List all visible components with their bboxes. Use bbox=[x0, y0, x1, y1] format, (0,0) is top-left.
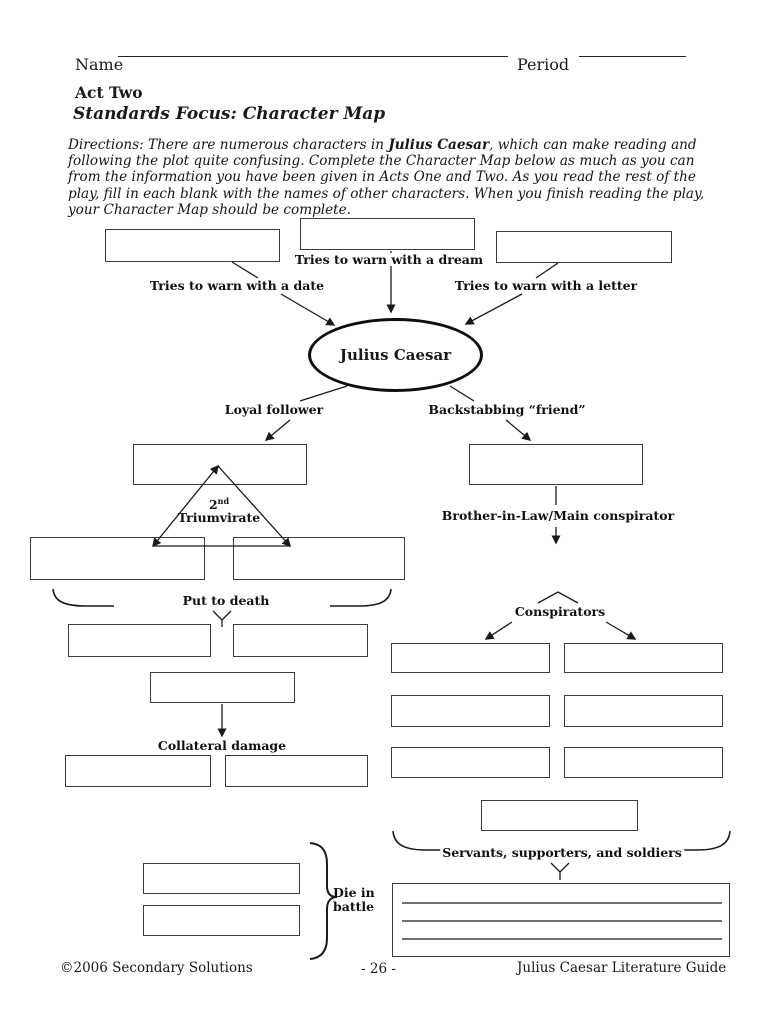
act-title: Act Two bbox=[75, 83, 143, 102]
label-servants-supporters: Servants, supporters, and soldiers bbox=[440, 845, 684, 860]
footer-guide-title: Julius Caesar Literature Guide bbox=[517, 960, 727, 976]
label-brother-in-law: Brother-in-Law/Main conspirator bbox=[439, 508, 677, 523]
blank-box-put-to-death-left bbox=[68, 624, 211, 657]
blank-box-servant bbox=[481, 800, 638, 831]
blank-box-collateral-right bbox=[225, 755, 368, 787]
label-loyal-follower: Loyal follower bbox=[222, 402, 326, 417]
label-warn-dream: Tries to warn with a dream bbox=[292, 252, 486, 267]
julius-caesar-node: Julius Caesar bbox=[308, 318, 483, 392]
label-put-to-death: Put to death bbox=[180, 593, 272, 608]
label-collateral-damage: Collateral damage bbox=[155, 738, 289, 753]
blank-box-conspirator-4 bbox=[564, 695, 723, 727]
label-warn-date: Tries to warn with a date bbox=[147, 278, 327, 293]
blank-box-put-to-death-mid bbox=[150, 672, 295, 703]
blank-box-conspirator-2 bbox=[564, 643, 723, 673]
directions-prefix: Directions: There are numerous character… bbox=[68, 137, 389, 153]
blank-box-conspirator-3 bbox=[391, 695, 550, 727]
julius-caesar-name: Julius Caesar bbox=[339, 346, 452, 364]
directions-bold-title: Julius Caesar bbox=[388, 137, 490, 153]
blank-box-warn-letter bbox=[496, 231, 672, 263]
footer-copyright: ©2006 Secondary Solutions bbox=[60, 960, 253, 976]
directions-suffix: , which can make reading and following t… bbox=[68, 137, 705, 218]
period-blank-line bbox=[579, 56, 686, 57]
die-in-battle-line2: battle bbox=[333, 898, 375, 914]
name-label: Name bbox=[75, 55, 124, 74]
blank-box-loyal-follower bbox=[133, 444, 307, 485]
label-backstabbing-friend: Backstabbing “friend” bbox=[426, 402, 588, 417]
blank-box-collateral-left bbox=[65, 755, 211, 787]
triumvirate-word: Triumvirate bbox=[177, 509, 261, 525]
blank-box-die-in-battle-2 bbox=[143, 905, 300, 936]
blank-box-conspirator-6 bbox=[564, 747, 723, 778]
die-in-battle-line1: Die in bbox=[333, 885, 375, 900]
label-conspirators: Conspirators bbox=[512, 604, 608, 619]
blank-box-put-to-death-right bbox=[233, 624, 368, 657]
footer-page-number: - 26 - bbox=[361, 961, 396, 977]
blank-box-conspirator-5 bbox=[391, 747, 550, 778]
blank-box-backstabber bbox=[469, 444, 643, 485]
answer-lines-box bbox=[392, 883, 730, 957]
blank-box-triumvirate-right bbox=[233, 537, 405, 580]
blank-box-die-in-battle-1 bbox=[143, 863, 300, 894]
label-die-in-battle: Die in battle bbox=[333, 886, 375, 913]
triumvirate-ordinal: nd bbox=[217, 495, 230, 506]
name-blank-line bbox=[118, 56, 508, 57]
blank-box-conspirator-1 bbox=[391, 643, 550, 673]
triumvirate-number: 2 bbox=[208, 497, 218, 512]
label-second-triumvirate: 2nd Triumvirate bbox=[177, 495, 261, 525]
focus-title: Standards Focus: Character Map bbox=[73, 104, 386, 124]
label-warn-letter: Tries to warn with a letter bbox=[452, 278, 640, 293]
blank-box-triumvirate-left bbox=[30, 537, 205, 580]
directions-paragraph: Directions: There are numerous character… bbox=[68, 137, 710, 218]
blank-box-warn-date bbox=[105, 229, 280, 262]
blank-box-warn-dream bbox=[300, 218, 475, 250]
period-label: Period bbox=[517, 55, 570, 74]
